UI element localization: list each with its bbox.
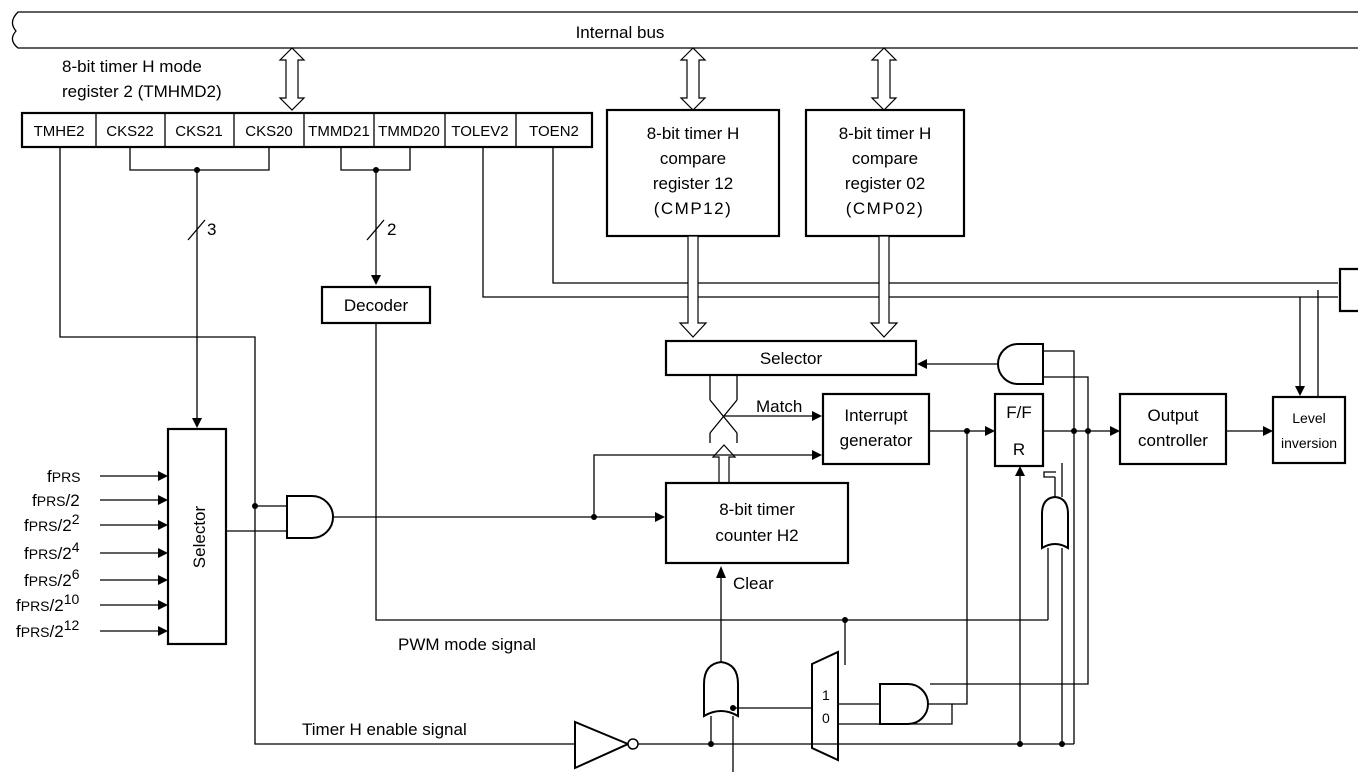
clock-input-3: fPRS/24 (24, 539, 168, 563)
mode-register-tmhmd2: TMHE2 CKS22 CKS21 CKS20 TMMD21 TMMD20 TO… (20, 111, 594, 149)
internal-bus: Internal bus (11, 11, 1358, 49)
selector-feedback (917, 343, 1089, 744)
svg-text:fPRS/26: fPRS/26 (24, 566, 80, 590)
flip-flop-block: F/F R (993, 392, 1045, 468)
bit-cks22: CKS22 (106, 123, 154, 140)
svg-text:compare: compare (660, 149, 726, 168)
svg-text:fPRS: fPRS (47, 467, 81, 486)
clock-gating (226, 450, 822, 539)
svg-text:Decoder: Decoder (344, 296, 409, 315)
svg-text:fPRS/2: fPRS/2 (32, 491, 80, 510)
svg-text:Level: Level (1292, 410, 1325, 426)
mux-input-1: 1 (822, 687, 830, 703)
reset-logic (1015, 463, 1069, 747)
svg-text:controller: controller (1138, 431, 1208, 450)
svg-text:Output: Output (1147, 406, 1198, 425)
interrupt-generator-block: Interrupt generator (821, 392, 931, 466)
svg-text:fPRS/210: fPRS/210 (16, 591, 80, 615)
svg-text:(CMP02): (CMP02) (846, 199, 925, 218)
svg-text:8-bit timer: 8-bit timer (719, 500, 795, 519)
match-label: Match (756, 397, 802, 416)
clear-label: Clear (733, 574, 774, 593)
register-wiring: 3 2 (59, 147, 1338, 745)
clock-input-6: fPRS/212 (16, 617, 168, 641)
compare-path: Match (709, 375, 822, 484)
pwm-mode-signal-label: PWM mode signal (398, 635, 536, 654)
svg-text:compare: compare (852, 149, 918, 168)
output-buffer-block (1338, 267, 1358, 313)
svg-text:Interrupt: Interrupt (844, 406, 908, 425)
selector-left-block: Selector (166, 427, 228, 646)
svg-text:generator: generator (840, 431, 913, 450)
svg-text:register 12: register 12 (653, 174, 733, 193)
cks-bus-width: 3 (207, 220, 216, 239)
mux-input-0: 0 (822, 710, 830, 726)
output-controller-block: Output controller (1118, 392, 1228, 466)
internal-bus-label: Internal bus (576, 23, 665, 42)
or-gate-clear (703, 660, 739, 718)
bit-tolev2: TOLEV2 (451, 123, 508, 140)
clock-input-5: fPRS/210 (16, 591, 168, 615)
level-inversion-block: Level inversion (1271, 395, 1347, 465)
timer-counter-h2-block: 8-bit timer counter H2 (664, 481, 850, 565)
compare-register-cmp12: 8-bit timer H compare register 12 (CMP12… (605, 108, 781, 238)
and-gate-mux (879, 683, 929, 725)
enable-inverter (574, 720, 1074, 770)
svg-text:Selector: Selector (190, 505, 209, 568)
bit-toen2: TOEN2 (529, 123, 579, 140)
timer-enable-signal-label: Timer H enable signal (302, 720, 467, 739)
bus-arrows (278, 47, 898, 111)
decoder-block: Decoder (320, 285, 432, 325)
decoder-pwm-line (375, 323, 1048, 621)
selector-top-block: Selector (664, 339, 918, 377)
multiplexer: 1 0 (811, 617, 953, 762)
clear-logic: Clear (703, 566, 812, 772)
svg-text:(CMP12): (CMP12) (654, 199, 733, 218)
svg-text:8-bit timer H: 8-bit timer H (647, 124, 740, 143)
svg-text:8-bit timer H: 8-bit timer H (839, 124, 932, 143)
bit-tmmd20: TMMD20 (378, 123, 440, 140)
interrupt-fanout (929, 426, 1273, 705)
or-gate-reset (1041, 495, 1069, 550)
and-gate-selector (997, 343, 1044, 385)
clock-inputs: fPRS fPRS/2 fPRS/22 fPRS/24 fPRS/26 fPRS… (16, 467, 168, 641)
bit-cks20: CKS20 (245, 123, 293, 140)
svg-text:fPRS/212: fPRS/212 (16, 617, 80, 641)
svg-text:fPRS/22: fPRS/22 (24, 511, 80, 535)
mode-register-title-line2: register 2 (TMHMD2) (62, 82, 222, 101)
clock-input-0: fPRS (47, 467, 168, 486)
clock-input-2: fPRS/22 (24, 511, 168, 535)
svg-text:Selector: Selector (760, 349, 823, 368)
svg-text:counter H2: counter H2 (715, 526, 798, 545)
bit-cks21: CKS21 (175, 123, 223, 140)
clock-input-1: fPRS/2 (32, 491, 168, 510)
svg-text:fPRS/24: fPRS/24 (24, 539, 80, 563)
clock-input-4: fPRS/26 (24, 566, 168, 590)
svg-text:R: R (1013, 440, 1025, 459)
svg-text:inversion: inversion (1281, 435, 1337, 451)
bit-tmmd21: TMMD21 (308, 123, 370, 140)
compare-data-buses (678, 235, 899, 338)
mode-register-title-line1: 8-bit timer H mode (62, 57, 202, 76)
tmmd-bus-width: 2 (387, 220, 396, 239)
bit-tmhe2: TMHE2 (34, 123, 85, 140)
compare-register-cmp02: 8-bit timer H compare register 02 (CMP02… (804, 108, 966, 238)
svg-text:F/F: F/F (1006, 403, 1032, 422)
and-gate-clock (286, 495, 334, 539)
svg-text:register 02: register 02 (845, 174, 925, 193)
